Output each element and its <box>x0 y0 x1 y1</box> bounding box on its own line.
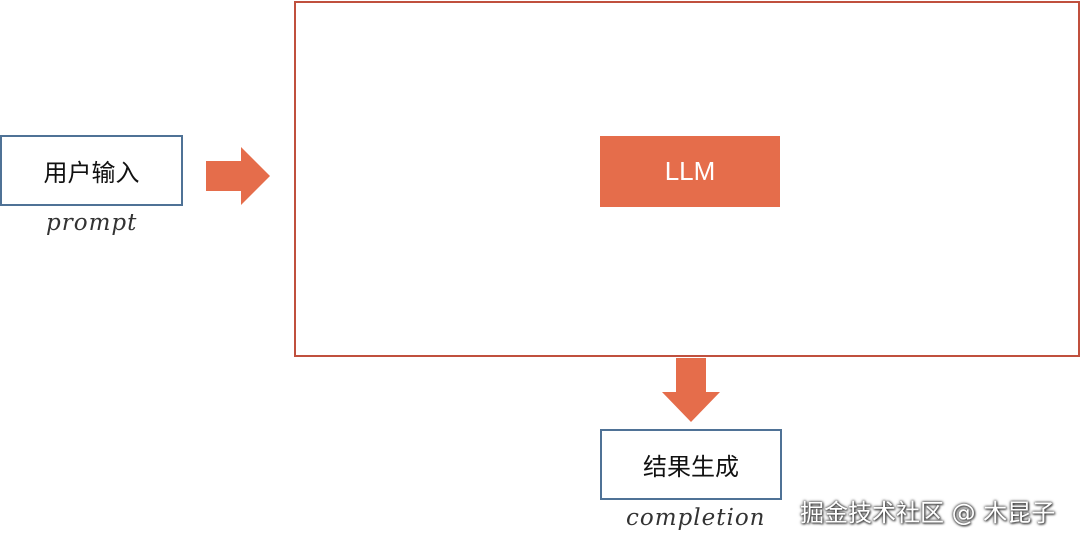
right-arrow-icon <box>206 147 270 205</box>
user-input-node: 用户输入 <box>0 135 183 206</box>
watermark: 掘金技术社区 @ 木昆子 <box>800 499 1056 527</box>
llm-block: LLM <box>600 136 780 207</box>
result-node: 结果生成 <box>600 429 782 500</box>
completion-caption: completion <box>626 505 766 531</box>
prompt-caption: prompt <box>46 210 138 236</box>
down-arrow-icon <box>662 358 720 422</box>
